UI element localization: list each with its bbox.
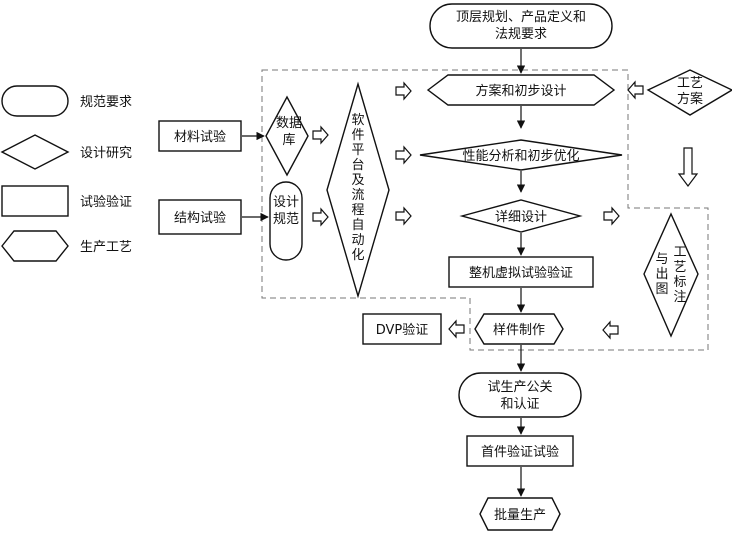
hollow-arrow [395, 206, 412, 226]
sample-manufacture-node [474, 313, 564, 345]
hollow-arrow [312, 125, 329, 145]
process-scheme-node [646, 69, 732, 116]
design-spec-line-2: 规范 [273, 212, 299, 227]
hollow-arrow [395, 81, 412, 101]
vehicle-virtual-test-label: 整机虚拟试验验证 [469, 265, 573, 281]
software-platform-char: 件 [351, 128, 364, 143]
process-marking-char: 标 [673, 275, 686, 290]
hollow-arrow [312, 207, 329, 227]
trial-production-line-1: 试生产公关 [487, 380, 552, 395]
legend-production-process-label: 生产工艺 [80, 240, 132, 255]
first-article-label: 首件验证试验 [481, 444, 559, 460]
legend: 规范要求 设计研究 试验验证 生产工艺 [0, 85, 132, 262]
sample-manufacture-label: 样件制作 [493, 323, 545, 338]
legend-rect-shape [1, 185, 69, 217]
software-platform-char: 化 [351, 248, 364, 263]
structure-test-node [158, 199, 242, 235]
hollow-arrow [603, 206, 620, 226]
detail-design-node [459, 199, 583, 233]
hollow-arrows [312, 80, 699, 340]
software-platform-char: 流 [351, 188, 364, 203]
software-platform-char: 及 [351, 173, 364, 188]
process-marking-char: 注 [673, 290, 686, 305]
legend-design-research-label: 设计研究 [80, 146, 132, 161]
material-test-node [158, 120, 242, 152]
design-spec-node [269, 181, 303, 261]
process-marking-char: 图 [655, 282, 668, 297]
trial-production-line-2: 和认证 [500, 397, 539, 412]
first-article-node [466, 435, 574, 467]
database-line-1: 数据 [276, 116, 302, 131]
hollow-arrow [627, 80, 644, 100]
perf-analysis-node [419, 139, 623, 171]
process-marking-node [643, 212, 699, 338]
database-line-2: 库 [282, 132, 295, 148]
legend-rounded-shape [1, 85, 69, 117]
software-platform-char: 自 [351, 218, 364, 233]
legend-requirement-label: 规范要求 [80, 95, 132, 110]
software-platform-char: 软 [351, 113, 364, 128]
software-scope-boundary [261, 69, 709, 351]
software-platform-label: 软 件 平 台 及 流 程 自 动 化 [351, 113, 364, 263]
process-marking-label: 工 艺 标 注 与 出 图 [655, 245, 686, 305]
process-scheme-line-1: 工艺 [677, 76, 703, 91]
perf-analysis-label: 性能分析和初步优化 [462, 149, 579, 164]
legend-diamond-shape [0, 134, 70, 170]
hollow-arrow [448, 319, 465, 339]
concept-design-label: 方案和初步设计 [475, 83, 566, 99]
top-planning-node [429, 3, 613, 49]
process-marking-char: 出 [655, 267, 668, 282]
hollow-arrow [677, 147, 699, 187]
process-scheme-line-2: 方案 [677, 91, 703, 107]
material-test-label: 材料试验 [174, 129, 226, 145]
process-marking-char: 艺 [673, 260, 686, 275]
trial-production-node [458, 372, 582, 418]
top-planning-line-2: 法规要求 [495, 27, 547, 42]
concept-design-node [426, 74, 616, 106]
hollow-arrow [395, 145, 412, 165]
software-platform-char: 台 [351, 158, 364, 173]
legend-hexagon-shape [1, 230, 69, 262]
software-platform-char: 平 [351, 143, 364, 158]
software-platform-node [326, 81, 390, 299]
dvp-label: DVP验证 [376, 322, 429, 338]
vehicle-virtual-test-node [448, 256, 594, 288]
software-platform-char: 动 [351, 233, 364, 248]
database-node [265, 95, 309, 177]
software-platform-char: 程 [351, 203, 364, 218]
mass-production-node [479, 497, 561, 531]
top-planning-line-1: 顶层规划、产品定义和 [456, 10, 586, 25]
process-marking-char: 工 [673, 245, 686, 260]
legend-test-verification-label: 试验验证 [80, 194, 132, 210]
mass-production-label: 批量生产 [494, 508, 546, 523]
structure-test-label: 结构试验 [174, 210, 226, 226]
detail-design-label: 详细设计 [495, 210, 547, 225]
hollow-arrow [602, 320, 619, 340]
process-marking-char: 与 [655, 252, 668, 267]
dvp-node [362, 313, 442, 345]
design-spec-line-1: 设计 [273, 195, 299, 210]
